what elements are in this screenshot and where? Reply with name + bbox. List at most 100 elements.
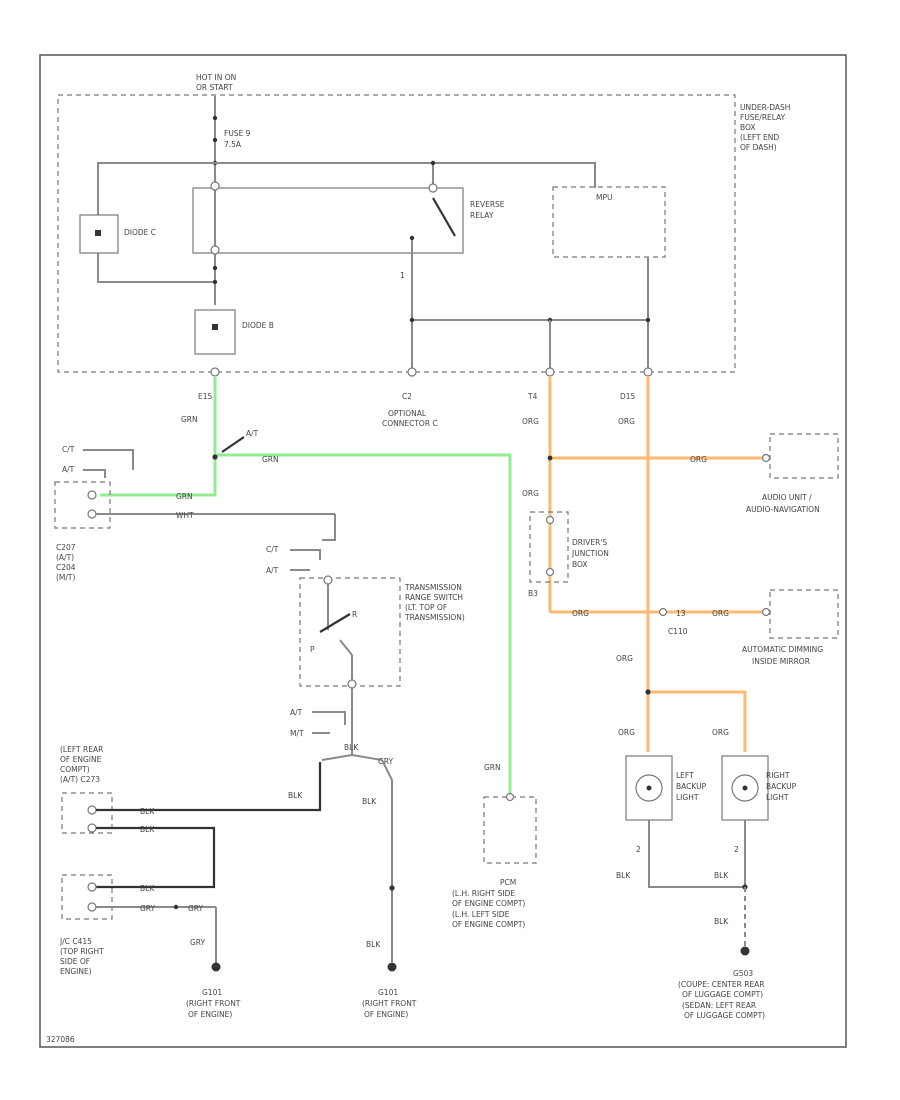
g503-label-4: (SEDAN: LEFT REAR [682,1001,756,1010]
at-mt-label-1: A/T [290,708,303,717]
wire-grn-label-2: GRN [262,455,279,464]
bus-node-3 [645,317,651,323]
mpu-box [552,186,666,258]
diagram-frame [39,54,847,1048]
relay-coil-block [192,187,464,254]
g503-label-1: G503 [733,969,753,978]
connector-e15-pin [210,367,220,377]
relay-common-pin [428,183,438,193]
wire-blk-label-3: BLK [140,807,155,816]
coil-node [212,265,218,271]
trans-switch-lower [339,639,353,656]
wire-grn-label-1: GRN [181,415,198,424]
wire-org-label-1: ORG [522,417,539,426]
wire-org-label-9: ORG [712,728,729,737]
at-label-3: A/T [266,566,279,575]
conn-e15-label: E15 [198,392,213,401]
left-backup-label-1: LEFT [676,771,694,780]
auto-mirror-label-1: AUTOMATIC DIMMING [742,645,823,654]
wire-blk-c273-jc [96,826,216,889]
diode-b-symbol [212,324,218,330]
wire-grn-label-3: GRN [176,492,193,501]
wire-blk-label-8: BLK [616,871,631,880]
trans-switch-label-1: TRANSMISSION [404,583,462,592]
right-backup-label-2: BACKUP [766,782,797,791]
diode-b [194,309,236,355]
djb-bottom-pin [545,567,555,577]
pcm-module [483,796,537,864]
fuse-box-label-3: BOX [740,123,756,132]
wire-green-pcm [215,453,512,793]
conn-b3-label: B3 [528,589,538,598]
wire-org-label-8: ORG [618,728,635,737]
connector-d15-pin [643,367,653,377]
connector-t4-pin [545,367,555,377]
at-switch-arm [221,436,245,453]
coil-node-2 [212,279,218,285]
g101-a-label-1: G101 [202,988,222,997]
power-source-label: HOT IN ON [196,73,236,82]
mirror-pin [761,607,771,617]
optional-connector-label-2: CONNECTOR C [382,419,438,428]
left-backup-center [646,785,652,791]
pcm-label-4: (L.H. LEFT SIDE [452,910,510,919]
wire-orange-right-backup [648,690,747,752]
drivers-jb-label-3: BOX [572,560,588,569]
wire-wht-to-switch [322,514,336,541]
wire-gry-label-1: GRY [378,757,394,766]
g503-label-5: OF LUGGAGE COMPT) [684,1011,765,1020]
drivers-jb-label-1: DRIVER'S [572,538,607,547]
c207-pin [87,490,97,500]
orange-node-audio [547,455,553,461]
wire-grn-label-4: GRN [484,763,501,772]
fuse-box-label-2: FUSE/RELAY [740,113,786,122]
wire-blk-label-5: BLK [140,884,155,893]
jc-label-4: ENGINE) [60,967,92,976]
diagram-id: 327086 [46,1035,75,1044]
jc-pin-2 [87,902,97,912]
relay-out-node [409,235,415,241]
wire-green-e15 [100,376,217,497]
conn-t4-label: T4 [527,392,538,401]
wire-gry-label-3: GRY [188,904,204,913]
connector-jc-c415 [61,874,113,920]
ct-at-label: C/T [62,445,75,454]
wire-gry-label-4: GRY [190,938,206,947]
g101-a-label-2: (RIGHT FRONT [186,999,241,1008]
relay-top-node [430,160,436,166]
wire-org-label-7: ORG [616,654,633,663]
pcm-label-5: OF ENGINE COMPT) [452,920,525,929]
pcm-label-2: (L.H. RIGHT SIDE [452,889,515,898]
wire-blk-label-6: BLK [362,797,377,806]
wire-gry-blk-g101b [381,759,393,962]
wire-blk-label-10: BLK [714,917,729,926]
right-backup-center [742,785,748,791]
diode-c-label: DIODE C [124,228,156,237]
fuse-rating-label: 7.5A [224,140,242,149]
conn-c2-label: C2 [402,392,412,401]
trans-switch-bottom-pin [347,679,357,689]
auto-mirror-label-2: INSIDE MIRROR [752,657,810,666]
djb-top-pin [545,515,555,525]
g503-label-3: OF LUGGAGE COMPT) [682,990,763,999]
c207-label-1: C207 [56,543,76,552]
pin-2a-label: 2 [636,845,641,854]
wire-org-label-2: ORG [618,417,635,426]
diode-b-label: DIODE B [242,321,274,330]
fuse-box-label-4: (LEFT END [740,133,779,142]
wire-org-label-3: ORG [690,455,707,464]
c204-label-1: C204 [56,563,76,572]
jc-gry-node [173,904,179,910]
at-label-2: A/T [62,465,75,474]
auto-dimming-mirror [769,589,839,639]
g101-b-label-2: (RIGHT FRONT [362,999,417,1008]
coil-top-pin [210,181,220,191]
conn-d15-label: D15 [620,392,636,401]
g101b-node [389,885,395,891]
pin-1-label: 1 [400,271,405,280]
audio-unit-pin [761,453,771,463]
left-rear-label-3: COMPT) [60,765,90,774]
left-rear-label-1: (LEFT REAR [60,745,103,754]
fuse-bottom-node [212,137,218,143]
